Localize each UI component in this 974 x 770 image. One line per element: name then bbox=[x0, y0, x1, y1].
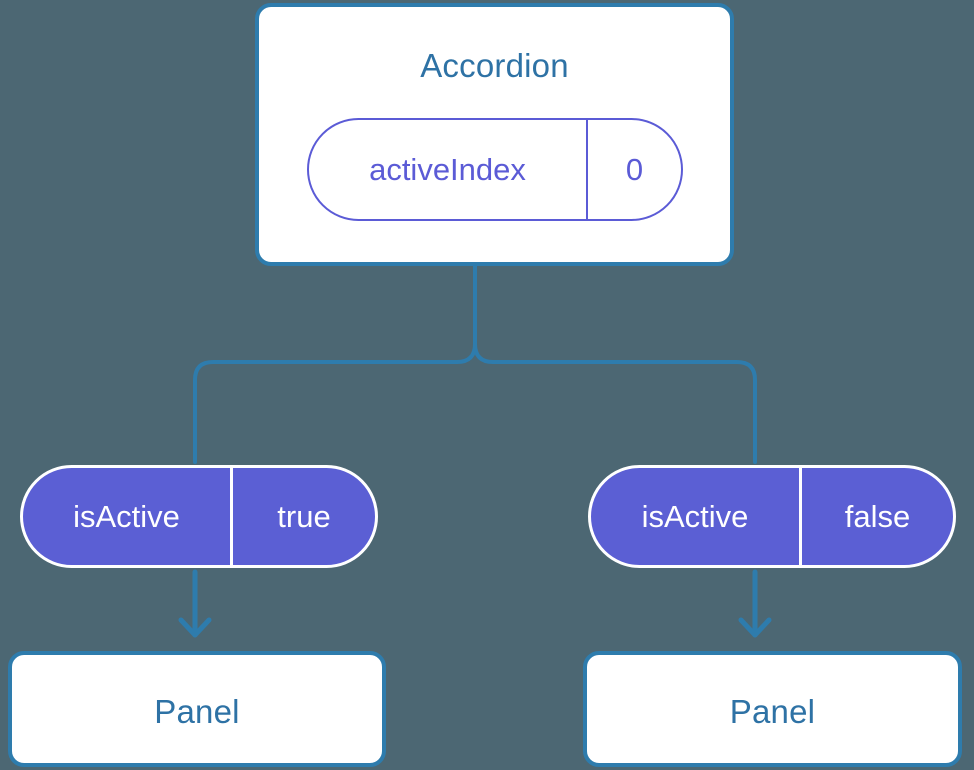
arrow-is-active-false-to-panel bbox=[738, 569, 772, 638]
panel-node-right: Panel bbox=[583, 651, 962, 767]
prop-pill-is-active-true-key: isActive bbox=[23, 468, 233, 565]
prop-pill-is-active-false-value: false bbox=[844, 498, 911, 534]
prop-pill-is-active-false-key: isActive bbox=[591, 468, 802, 565]
arrow-is-active-true-to-panel bbox=[178, 569, 212, 638]
state-pill-active-index-value: 0 bbox=[625, 151, 644, 187]
trunk-connector-path bbox=[473, 264, 757, 464]
prop-pill-is-active-true: isActive true bbox=[20, 465, 378, 568]
state-pill-active-index: activeIndex 0 bbox=[307, 118, 683, 221]
panel-node-left-title: Panel bbox=[154, 693, 240, 730]
accordion-node-title: Accordion bbox=[420, 47, 569, 84]
trunk-connector-left-arm bbox=[193, 342, 477, 464]
prop-pill-is-active-true-value: true bbox=[277, 498, 331, 534]
state-pill-active-index-key: activeIndex bbox=[309, 120, 588, 219]
panel-node-left: Panel bbox=[8, 651, 386, 767]
panel-node-right-title: Panel bbox=[729, 693, 816, 730]
prop-pill-is-active-false: isActive false bbox=[588, 465, 956, 568]
